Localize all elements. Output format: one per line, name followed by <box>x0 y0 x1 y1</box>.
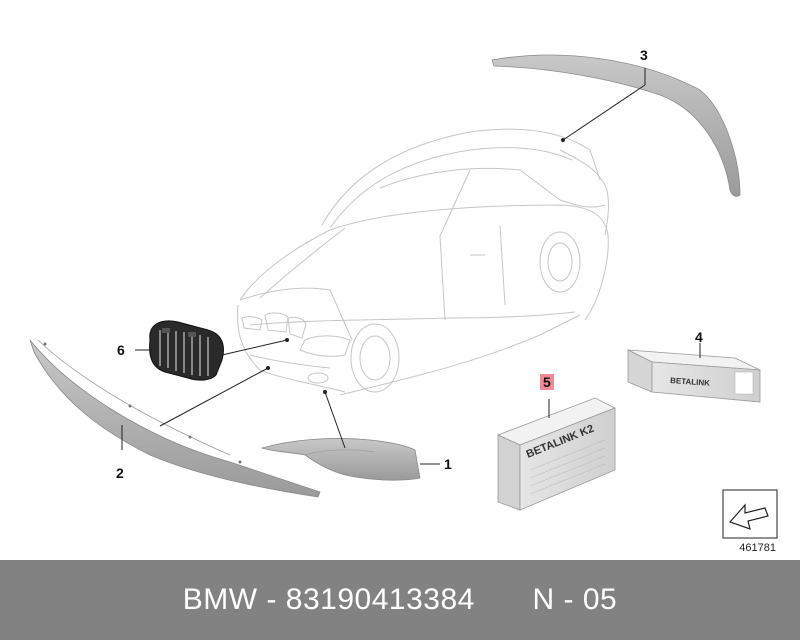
adhesive-box-small-part: BETALINK <box>627 349 761 403</box>
footer-part-number: 83190413384 <box>285 583 475 616</box>
callout-3: 3 <box>640 47 648 63</box>
leader-dots <box>266 138 565 394</box>
callout-1: 1 <box>444 456 452 472</box>
side-flap-part <box>260 438 421 481</box>
footer-bar: BMW - 83190413384 N - 05 <box>0 560 800 640</box>
diagram-reference-number: 461781 <box>739 542 776 554</box>
callout-4: 4 <box>695 329 703 345</box>
footer-code: N - 05 <box>532 583 618 616</box>
callout-6: 6 <box>117 342 125 358</box>
exploded-parts-illustration: BETALINK BETALINK K2 <box>29 54 778 539</box>
leader-lines <box>121 68 701 465</box>
callout-2: 2 <box>116 465 124 481</box>
adhesive-box-large-part: BETALINK K2 <box>496 397 616 511</box>
callout-5-highlighted: 5 <box>540 374 554 390</box>
kidney-grille-part <box>149 320 224 381</box>
car-outline <box>237 128 609 396</box>
reference-arrow-icon <box>722 489 778 539</box>
front-splitter-part <box>29 339 321 498</box>
rear-spoiler-part <box>491 54 741 197</box>
footer-caption: BMW - 83190413384 N - 05 <box>183 583 617 617</box>
footer-brand: BMW <box>182 583 258 616</box>
footer-separator: - <box>266 583 277 616</box>
package-small-label: BETALINK <box>670 376 711 388</box>
